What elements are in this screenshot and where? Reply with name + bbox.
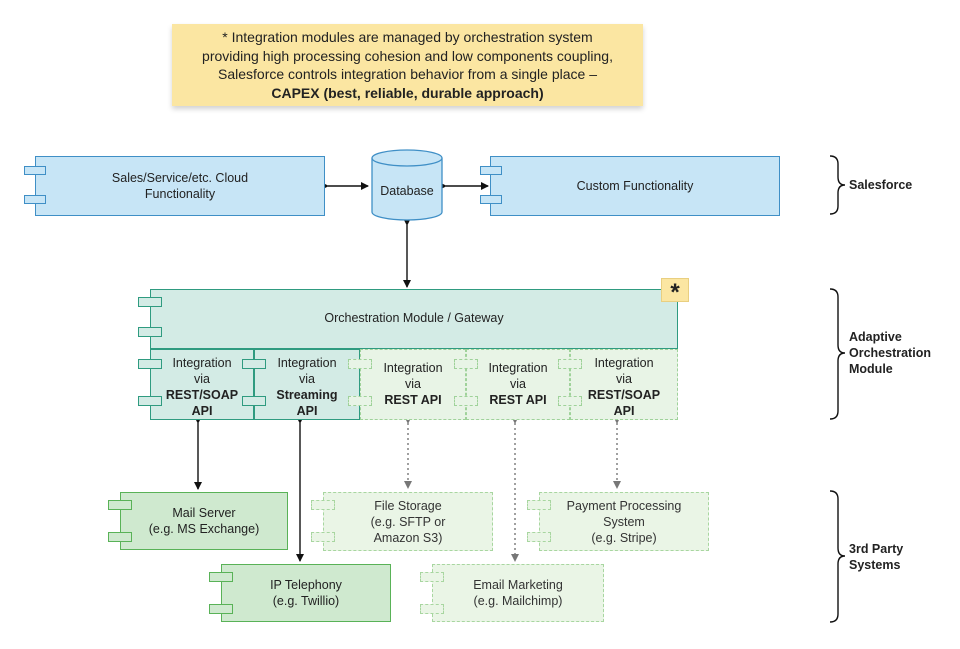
integration-label: Integration [488, 361, 548, 375]
component-port [209, 604, 233, 614]
integration-api: Streaming API [276, 388, 338, 418]
component-port [348, 359, 372, 369]
group-label-third-party: 3rd Party Systems [849, 542, 904, 572]
component-port [420, 572, 444, 582]
integration-label: Integration [594, 356, 654, 370]
integration-module-rest-2[interactable]: Integration via REST API [466, 349, 570, 420]
integration-api: REST/SOAP API [587, 388, 661, 418]
integration-label: Integration [277, 356, 337, 370]
database-cylinder [371, 149, 443, 221]
component-port [348, 396, 372, 406]
integration-api: REST/SOAP API [165, 388, 239, 418]
component-port [108, 532, 132, 542]
component-port [480, 166, 502, 175]
note-line-1: * Integration modules are managed by orc… [222, 29, 593, 45]
component-port [558, 359, 582, 369]
adaptive-brace [829, 288, 846, 420]
mail-server-box[interactable]: Mail Server (e.g. MS Exchange) [120, 492, 288, 550]
integration-via: via [510, 377, 526, 391]
component-port [138, 359, 162, 369]
component-port [558, 396, 582, 406]
integration-via: via [194, 372, 210, 386]
integration-module-rest-1[interactable]: Integration via REST API [360, 349, 466, 420]
component-port [242, 359, 266, 369]
integration-module-streaming[interactable]: Integration via Streaming API [254, 349, 360, 420]
integration-label: Integration [172, 356, 232, 370]
ip-telephony-box[interactable]: IP Telephony (e.g. Twillio) [221, 564, 391, 622]
component-port [209, 572, 233, 582]
orchestration-title: Orchestration Module / Gateway [324, 311, 504, 325]
integration-via: via [616, 372, 632, 386]
note-line-2: providing high processing cohesion and l… [202, 47, 613, 64]
note-line-3: Salesforce controls integration behavior… [218, 66, 597, 82]
component-port [454, 359, 478, 369]
component-port [454, 396, 478, 406]
integration-label: Integration [383, 361, 443, 375]
component-port [24, 195, 46, 204]
integration-via: via [405, 377, 421, 391]
component-port [420, 604, 444, 614]
integration-api: REST API [384, 393, 442, 407]
component-port [311, 500, 335, 510]
component-port [527, 532, 551, 542]
component-port [138, 297, 162, 307]
email-marketing-box[interactable]: Email Marketing (e.g. Mailchimp) [432, 564, 604, 622]
integration-module-rest-soap[interactable]: Integration via REST/SOAP API [150, 349, 254, 420]
cloud-functionality-box[interactable]: Sales/Service/etc. Cloud Functionality [35, 156, 325, 216]
component-port [138, 396, 162, 406]
component-port [480, 195, 502, 204]
database-label: Database [380, 184, 434, 198]
component-port [527, 500, 551, 510]
group-label-adaptive: Adaptive Orchestration Module [849, 330, 931, 376]
integration-via: via [299, 372, 315, 386]
integration-module-rest-soap-2[interactable]: Integration via REST/SOAP API [570, 349, 678, 420]
component-port [138, 327, 162, 337]
salesforce-brace [829, 155, 846, 215]
component-port [108, 500, 132, 510]
third-party-brace [829, 490, 846, 623]
payment-processing-box[interactable]: Payment Processing System (e.g. Stripe) [539, 492, 709, 551]
component-port [311, 532, 335, 542]
note-reference-star: * [661, 278, 689, 306]
file-storage-box[interactable]: File Storage (e.g. SFTP or Amazon S3) [323, 492, 493, 551]
note-bold-line: CAPEX (best, reliable, durable approach) [271, 84, 544, 101]
orchestration-gateway-box[interactable]: Orchestration Module / Gateway [150, 289, 678, 349]
component-port [242, 396, 266, 406]
custom-functionality-box[interactable]: Custom Functionality [490, 156, 780, 216]
group-label-salesforce: Salesforce [849, 178, 913, 192]
component-port [24, 166, 46, 175]
integration-note: * Integration modules are managed by orc… [172, 24, 643, 106]
integration-api: REST API [489, 393, 547, 407]
